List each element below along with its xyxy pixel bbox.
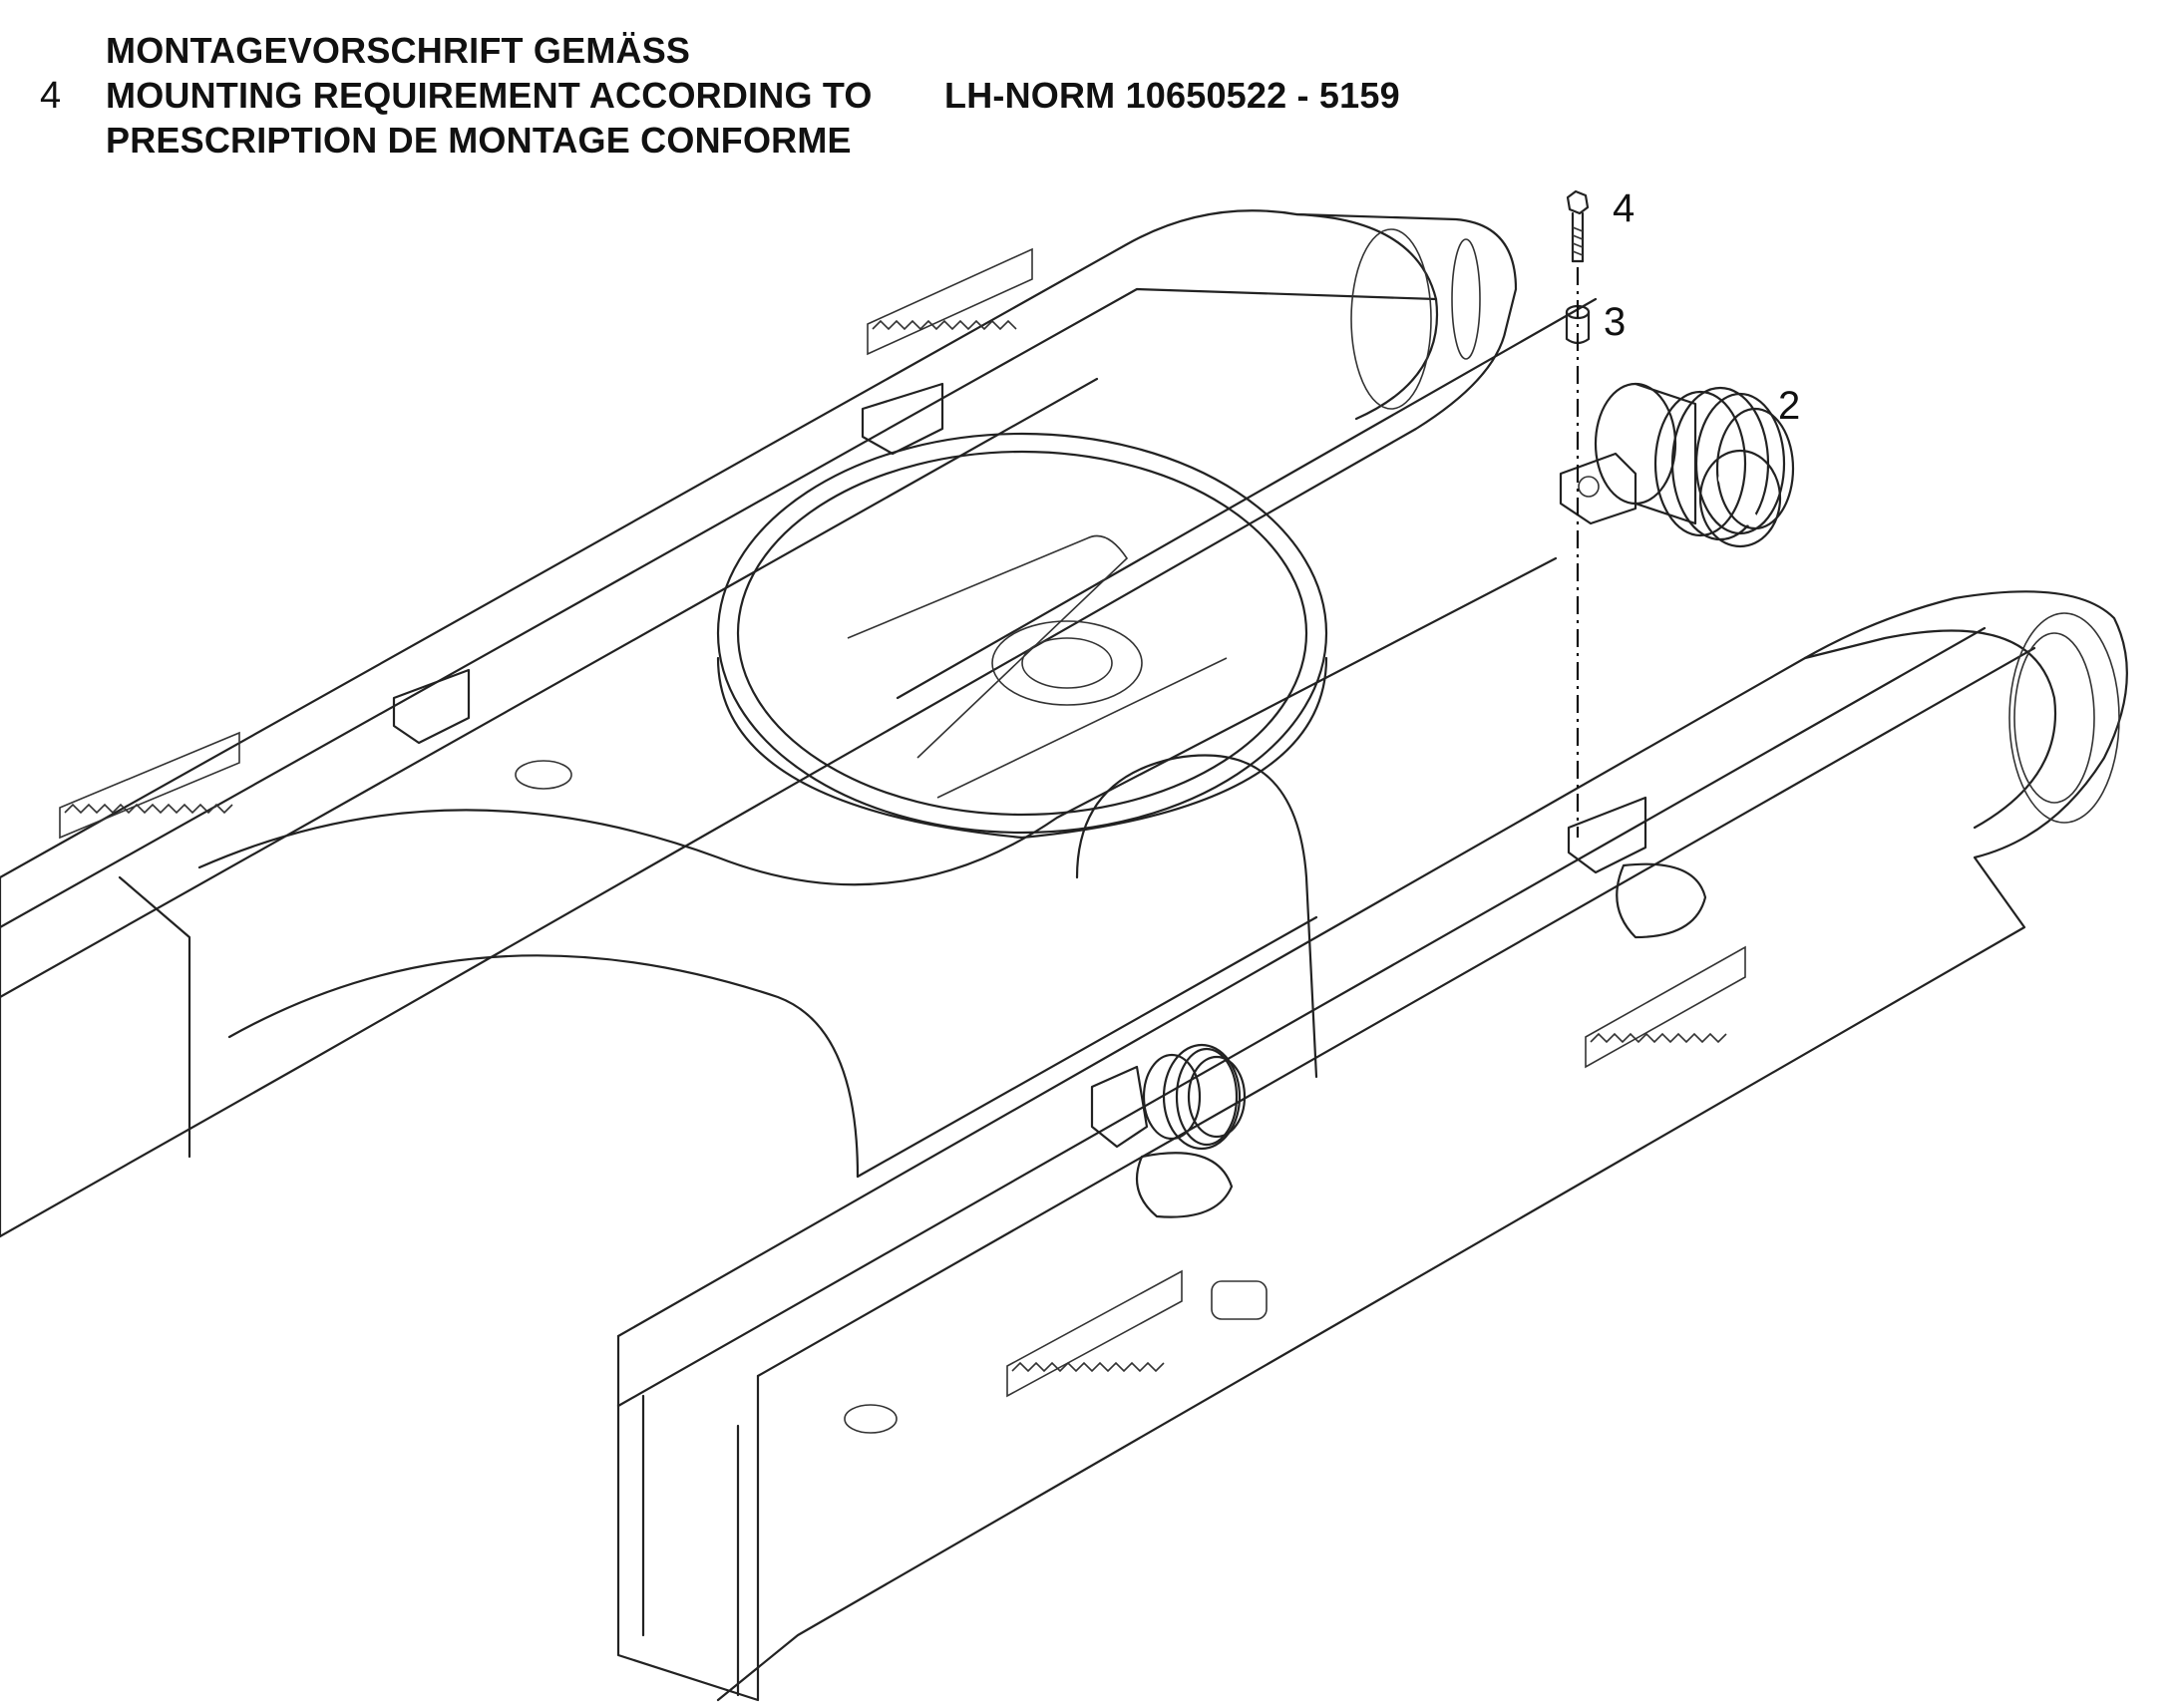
callout-label-bolt: 4 (1613, 186, 1635, 230)
undercarriage-frame (0, 209, 2128, 1702)
mounting-note-french: PRESCRIPTION DE MONTAGE CONFORME (106, 120, 852, 161)
mounting-note-german: MONTAGEVORSCHRIFT GEMÄSS (106, 30, 691, 71)
callout-label-bushing: 3 (1604, 300, 1626, 344)
norm-reference: LH-NORM 10650522 - 5159 (944, 75, 1400, 116)
carrier-roller-exploded (1559, 382, 1795, 548)
bolt-part (1566, 189, 1590, 263)
callout-label-roller: 2 (1778, 384, 1800, 428)
mounting-note-english: MOUNTING REQUIREMENT ACCORDING TO (106, 75, 873, 116)
carrier-roller-installed (1090, 1043, 1247, 1151)
note-number: 4 (40, 75, 62, 117)
track-guide-rails (59, 247, 1746, 1398)
